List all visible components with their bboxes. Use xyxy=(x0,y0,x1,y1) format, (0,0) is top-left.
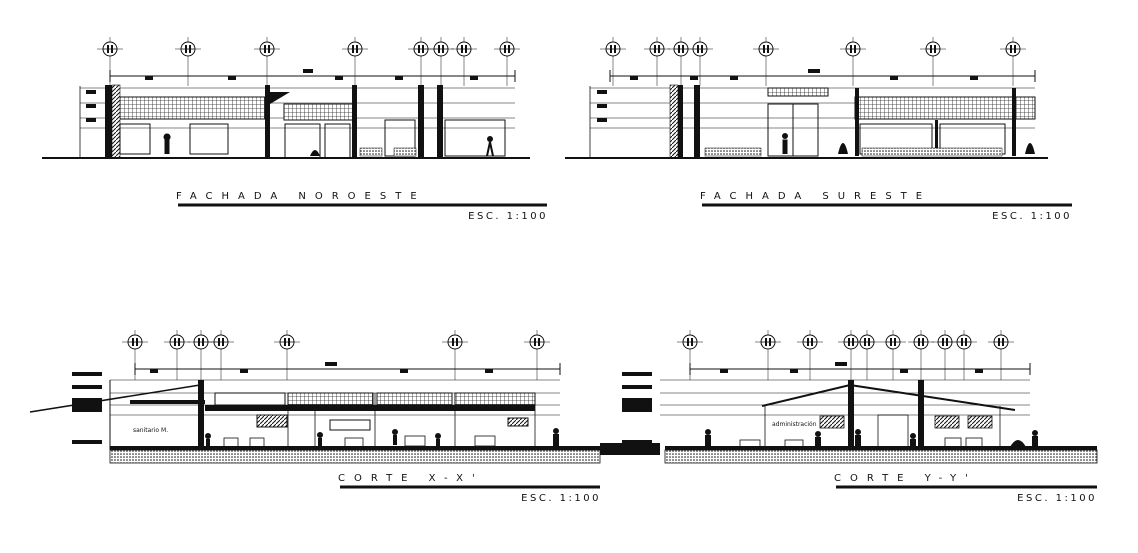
axis-bubble-mark xyxy=(442,45,444,53)
axis-bubble-mark xyxy=(922,338,924,346)
axis-bubble-mark xyxy=(701,45,703,53)
drawing-fachada-sureste: FACHADA SURESTE ESC. 1:100 xyxy=(565,37,1072,222)
axis-bubble-mark xyxy=(965,338,967,346)
scale-label: ESC. 1:100 xyxy=(1017,493,1097,504)
axis-bubble-mark xyxy=(918,338,920,346)
axis-bubble-mark xyxy=(807,338,809,346)
axis-bubble-mark xyxy=(107,45,109,53)
axis-bubble-mark xyxy=(868,338,870,346)
room-label: sanitario M. xyxy=(133,427,168,434)
axis-bubble-mark xyxy=(610,45,612,53)
axis-bubble-mark xyxy=(654,45,656,53)
axis-bubble-mark xyxy=(1010,45,1012,53)
axis-bubble-mark xyxy=(111,45,113,53)
axis-bubble-mark xyxy=(890,338,892,346)
drawing-corte-xx: sanitario M. CORTE X-X' ESC. 1:100 xyxy=(29,330,660,504)
axis-bubble-mark xyxy=(658,45,660,53)
axis-bubble-mark xyxy=(268,45,270,53)
axis-bubble-mark xyxy=(356,45,358,53)
axis-bubble-mark xyxy=(1014,45,1016,53)
scale-label: ESC. 1:100 xyxy=(992,211,1072,222)
axis-bubble-mark xyxy=(508,45,510,53)
axis-bubble-mark xyxy=(682,45,684,53)
axis-bubble-mark xyxy=(894,338,896,346)
axis-bubble-mark xyxy=(961,338,963,346)
axis-bubble-mark xyxy=(284,338,286,346)
axis-bubble-mark xyxy=(854,45,856,53)
axis-bubble-mark xyxy=(811,338,813,346)
axis-bubble-mark xyxy=(136,338,138,346)
drawing-fachada-noroeste: FACHADA NOROESTE ESC. 1:100 xyxy=(42,37,548,222)
drawing-title: CORTE Y-Y' xyxy=(834,473,977,484)
axis-bubble-mark xyxy=(461,45,463,53)
axis-bubble-mark xyxy=(930,45,932,53)
axis-bubble-mark xyxy=(465,45,467,53)
axis-bubble-mark xyxy=(614,45,616,53)
axis-bubble-mark xyxy=(934,45,936,53)
drawing-corte-yy: administración CORTE Y-Y' ESC. 1:100 xyxy=(622,330,1098,504)
axis-bubble-mark xyxy=(946,338,948,346)
room-label: administración xyxy=(772,421,817,428)
axis-bubbles xyxy=(600,37,1026,86)
axis-bubble-mark xyxy=(456,338,458,346)
drawing-title: FACHADA NOROESTE xyxy=(176,191,426,202)
axis-bubble-mark xyxy=(132,338,134,346)
axis-bubble-mark xyxy=(218,338,220,346)
axis-bubble-mark xyxy=(222,338,224,346)
axis-bubble-mark xyxy=(288,338,290,346)
axis-bubble-mark xyxy=(438,45,440,53)
scale-label: ESC. 1:100 xyxy=(468,211,548,222)
axis-bubble-mark xyxy=(185,45,187,53)
axis-bubble-mark xyxy=(178,338,180,346)
axis-bubble-mark xyxy=(538,338,540,346)
axis-bubble-mark xyxy=(504,45,506,53)
axis-bubbles xyxy=(122,330,550,380)
axis-bubble-mark xyxy=(1002,338,1004,346)
axis-bubble-mark xyxy=(352,45,354,53)
axis-bubble-mark xyxy=(691,338,693,346)
axis-bubble-mark xyxy=(264,45,266,53)
axis-bubble-mark xyxy=(942,338,944,346)
axis-bubble-mark xyxy=(189,45,191,53)
axis-bubble-mark xyxy=(765,338,767,346)
axis-bubbles xyxy=(97,37,520,86)
axis-bubble-mark xyxy=(697,45,699,53)
axis-bubble-mark xyxy=(687,338,689,346)
axis-bubble-mark xyxy=(998,338,1000,346)
axis-bubble-mark xyxy=(202,338,204,346)
axis-bubble-mark xyxy=(534,338,536,346)
scale-label: ESC. 1:100 xyxy=(521,493,601,504)
axis-bubble-mark xyxy=(769,338,771,346)
axis-bubble-mark xyxy=(852,338,854,346)
axis-bubble-mark xyxy=(763,45,765,53)
drawing-title: FACHADA SURESTE xyxy=(700,191,931,202)
axis-bubble-mark xyxy=(848,338,850,346)
axis-bubble-mark xyxy=(678,45,680,53)
axis-bubble-mark xyxy=(864,338,866,346)
axis-bubble-mark xyxy=(422,45,424,53)
axis-bubble-mark xyxy=(198,338,200,346)
axis-bubbles xyxy=(677,330,1014,380)
axis-bubble-mark xyxy=(418,45,420,53)
drawing-title: CORTE X-X' xyxy=(338,473,484,484)
axis-bubble-mark xyxy=(174,338,176,346)
axis-bubble-mark xyxy=(767,45,769,53)
axis-bubble-mark xyxy=(452,338,454,346)
axis-bubble-mark xyxy=(850,45,852,53)
